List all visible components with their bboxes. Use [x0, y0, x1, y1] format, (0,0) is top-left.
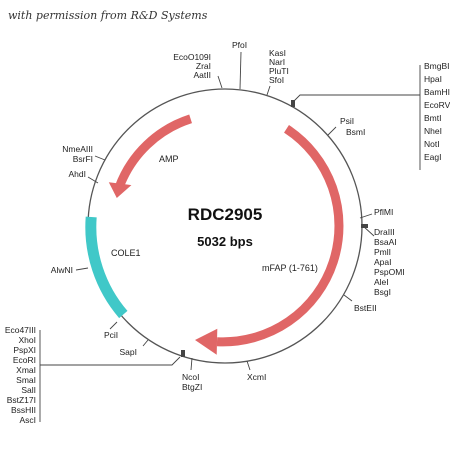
- site-label-pcii: PciI: [104, 330, 118, 340]
- mfap-gene-arrow: [216, 125, 344, 347]
- site-label: SfoI: [269, 75, 284, 85]
- site-label: SalI: [21, 385, 36, 395]
- plasmid-backbone: [87, 88, 363, 364]
- site-label: BsmI: [346, 127, 365, 137]
- plasmid-name: RDC2905: [188, 205, 263, 224]
- site-label: EcoO109I: [173, 52, 211, 62]
- site-group-right-middle: PflMI DraIII BsaAI PmlI ApaI PspOMI AleI…: [374, 207, 405, 297]
- plasmid-size: 5032 bps: [197, 234, 253, 249]
- feature-label-cole1: COLE1: [111, 248, 141, 258]
- site-label: XhoI: [19, 335, 37, 345]
- site-label: BtgZI: [182, 382, 202, 392]
- site-label: BssHII: [11, 405, 36, 415]
- site-label: PflMI: [374, 207, 393, 217]
- site-cluster-mark-right: [361, 224, 368, 228]
- site-label: PspXI: [13, 345, 36, 355]
- site-label: NmeAIII: [62, 144, 93, 154]
- site-label: AscI: [19, 415, 36, 425]
- site-label: ApaI: [374, 257, 392, 267]
- amp-gene-arrow: [114, 114, 193, 190]
- site-label-sapi: SapI: [120, 347, 138, 357]
- site-group-right-column: BmgBI HpaI BamHI EcoRV BmtI NheI NotI Ea…: [424, 61, 450, 162]
- site-label: DraIII: [374, 227, 395, 237]
- site-label: HpaI: [424, 74, 442, 84]
- site-cluster-mark-top: [291, 100, 295, 107]
- amp-gene-arrowhead: [108, 182, 132, 198]
- credit-text: with permission from R&D Systems: [8, 9, 208, 22]
- site-label: NarI: [269, 57, 285, 67]
- site-label: AatII: [194, 70, 211, 80]
- site-label-bsteii: BstEII: [354, 303, 377, 313]
- site-group-left-column: Eco47III XhoI PspXI EcoRI XmaI SmaI SalI…: [5, 325, 36, 425]
- site-group-bottom: NcoI BtgZI: [182, 372, 202, 392]
- site-label: PluTI: [269, 66, 289, 76]
- site-label: EcoRV: [424, 100, 450, 110]
- site-label: BstZ17I: [7, 395, 36, 405]
- site-label: Eco47III: [5, 325, 36, 335]
- site-label: ZraI: [196, 61, 211, 71]
- leader-lines: [39, 51, 421, 422]
- site-label: BsaAI: [374, 237, 397, 247]
- mfap-gene-arrowhead: [195, 328, 218, 355]
- site-label-pfoi: PfoI: [232, 40, 247, 50]
- feature-label-mfap: mFAP (1-761): [262, 263, 318, 273]
- site-group-psi: PsiI BsmI: [340, 116, 365, 137]
- site-label: BsrFI: [73, 154, 93, 164]
- site-group-top-left: EcoO109I ZraI AatII: [173, 52, 211, 80]
- site-label: AleI: [374, 277, 389, 287]
- site-label: PsiI: [340, 116, 354, 126]
- site-label: EcoRI: [13, 355, 36, 365]
- site-label: PmlI: [374, 247, 391, 257]
- site-label: NheI: [424, 126, 442, 136]
- cole1-origin-block: [85, 216, 128, 319]
- site-label: NcoI: [182, 372, 199, 382]
- site-label-alwni: AlwNI: [51, 265, 73, 275]
- site-label: EagI: [424, 152, 442, 162]
- site-label-ahdi: AhdI: [69, 169, 87, 179]
- site-label: PspOMI: [374, 267, 405, 277]
- site-label: XmaI: [16, 365, 36, 375]
- site-label: BsgI: [374, 287, 391, 297]
- site-label: BamHI: [424, 87, 450, 97]
- site-cluster-mark-bottom: [181, 350, 185, 357]
- site-label: SmaI: [16, 375, 36, 385]
- site-label: BmgBI: [424, 61, 450, 71]
- site-label: KasI: [269, 48, 286, 58]
- feature-label-amp: AMP: [159, 154, 179, 164]
- site-group-left-upper: NmeAIII BsrFI: [62, 144, 93, 164]
- site-label: NotI: [424, 139, 440, 149]
- site-group-top-right: KasI NarI PluTI SfoI: [269, 48, 289, 85]
- site-label-xcmi: XcmI: [247, 372, 266, 382]
- site-label: BmtI: [424, 113, 441, 123]
